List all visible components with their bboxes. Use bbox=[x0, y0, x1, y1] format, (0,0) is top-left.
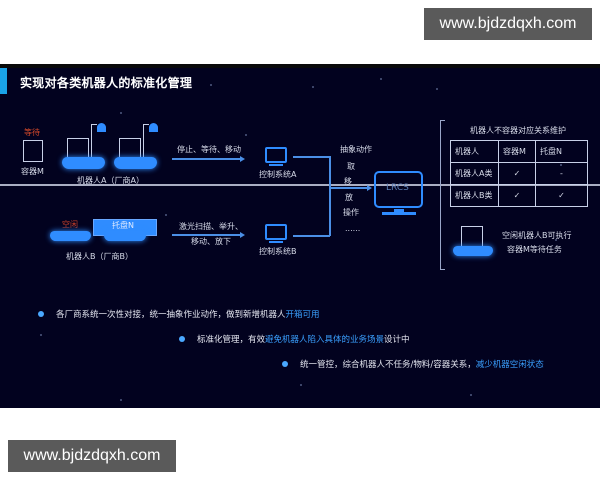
lrcs-label: LRCS bbox=[386, 183, 409, 193]
control-system-a-monitor-icon bbox=[265, 147, 287, 163]
bullet-highlight: 开箱可用 bbox=[285, 310, 320, 320]
arrow-head-icon bbox=[367, 184, 372, 191]
right-section-bracket bbox=[440, 120, 445, 270]
abstract-action-item: 放 bbox=[345, 193, 353, 202]
watermark-bottom: www.bjdzdqxh.com bbox=[8, 440, 176, 472]
pallet-n-label: 托盘N bbox=[112, 221, 134, 230]
table-cell: - bbox=[535, 162, 588, 185]
slide: 实现对各类机器人的标准化管理 等待 容器M bbox=[0, 64, 600, 408]
robot-b-cart-icon bbox=[104, 231, 146, 241]
table-header-cell: 容器M bbox=[498, 140, 536, 163]
flow-b-actions-line2: 移动、放下 bbox=[191, 237, 231, 246]
star-decoration bbox=[120, 112, 122, 114]
robot-b-status: 空闲 bbox=[62, 220, 78, 229]
star-decoration bbox=[312, 86, 314, 88]
table-cell: ✓ bbox=[535, 184, 588, 207]
bullet-text: 标准化管理，有效 bbox=[197, 335, 266, 345]
star-decoration bbox=[300, 384, 302, 386]
robot-b-cart-icon bbox=[50, 231, 91, 241]
star-decoration bbox=[245, 134, 247, 136]
container-m-status: 等待 bbox=[24, 128, 40, 137]
table-cell: 机器人A类 bbox=[450, 162, 499, 185]
star-decoration bbox=[470, 394, 472, 396]
abstract-action-item: ...... bbox=[345, 224, 361, 233]
bullet-highlight: 减少机器空闲状态 bbox=[475, 360, 544, 370]
connector-vertical bbox=[329, 156, 331, 236]
robot-b-label: 机器人B（厂商B） bbox=[66, 252, 133, 261]
robot-a-label: 机器人A（厂商A） bbox=[77, 176, 144, 185]
connector-to-system-b bbox=[293, 235, 330, 237]
control-system-a-label: 控制系统A bbox=[259, 170, 297, 179]
control-system-b-monitor-icon bbox=[265, 224, 287, 240]
bullet-text: 各厂商系统一次性对接，统一抽象作业动作，做到新增机器人 bbox=[56, 310, 286, 320]
star-decoration bbox=[555, 239, 557, 241]
bullet-dot-icon bbox=[282, 361, 288, 367]
bullet-item: 统一管控，综合机器人不任务/物料/容器关系，减少机器空闲状态 bbox=[282, 358, 544, 370]
connector-to-system-a bbox=[293, 156, 330, 158]
idle-robot-cart-icon bbox=[453, 246, 493, 256]
abstract-actions-title: 抽象动作 bbox=[340, 145, 372, 154]
relation-table: 机器人 容器M 托盘N 机器人A类 ✓ - 机器人B类 ✓ ✓ bbox=[450, 140, 588, 207]
idle-robot-text-line1: 空闲机器人B可执行 bbox=[502, 231, 572, 240]
star-decoration bbox=[165, 214, 167, 216]
star-decoration bbox=[380, 78, 382, 80]
star-decoration bbox=[210, 84, 212, 86]
title-accent-bar bbox=[0, 68, 7, 94]
idle-robot-text-line2: 容器M等待任务 bbox=[507, 245, 562, 254]
abstract-action-item: 操作 bbox=[343, 208, 359, 217]
table-header-row: 机器人 容器M 托盘N bbox=[450, 140, 588, 163]
bullet-dot-icon bbox=[38, 311, 44, 317]
bullet-dot-icon bbox=[179, 336, 185, 342]
bullet-text: 统一管控，综合机器人不任务/物料/容器关系， bbox=[300, 360, 476, 370]
abstract-action-item: 移 bbox=[344, 177, 352, 186]
relation-table-title: 机器人不容器对应关系维护 bbox=[470, 126, 566, 135]
monitor-base-icon bbox=[382, 212, 416, 215]
arrow-head-icon bbox=[240, 231, 245, 238]
table-cell: ✓ bbox=[498, 162, 536, 185]
table-cell: 机器人B类 bbox=[450, 184, 499, 207]
bullet-highlight: 避免机器人陷入具体的业务场景 bbox=[265, 335, 385, 345]
lrcs-monitor-icon bbox=[374, 171, 423, 208]
star-decoration bbox=[436, 88, 438, 90]
slide-title: 实现对各类机器人的标准化管理 bbox=[20, 76, 193, 90]
monitor-stand-icon bbox=[269, 241, 283, 243]
horizontal-divider-line bbox=[0, 184, 600, 186]
idle-robot-container-icon bbox=[461, 226, 483, 248]
star-decoration bbox=[40, 334, 42, 336]
table-header-cell: 托盘N bbox=[535, 140, 588, 163]
bullet-item: 标准化管理，有效避免机器人陷入具体的业务场景设计中 bbox=[179, 333, 410, 345]
monitor-stand-icon bbox=[269, 164, 283, 166]
container-m-label: 容器M bbox=[21, 167, 44, 176]
star-decoration bbox=[120, 399, 122, 401]
abstract-action-item: 取 bbox=[347, 162, 355, 171]
watermark-top: www.bjdzdqxh.com bbox=[424, 8, 592, 40]
monitor-stand-icon bbox=[394, 209, 404, 212]
control-system-b-label: 控制系统B bbox=[259, 247, 297, 256]
flow-a-actions: 停止、等待、移动 bbox=[177, 145, 241, 154]
bullet-suffix: 设计中 bbox=[384, 335, 410, 345]
table-cell: ✓ bbox=[498, 184, 536, 207]
flow-b-actions-line1: 激光扫描、举升、 bbox=[179, 222, 243, 231]
table-header-cell: 机器人 bbox=[450, 140, 499, 163]
connector-to-lrcs bbox=[330, 187, 368, 189]
bullet-item: 各厂商系统一次性对接，统一抽象作业动作，做到新增机器人开箱可用 bbox=[38, 308, 320, 320]
container-m-icon bbox=[23, 140, 43, 162]
flow-a-arrow bbox=[172, 158, 240, 160]
table-row: 机器人A类 ✓ - bbox=[450, 162, 588, 185]
arrow-head-icon bbox=[240, 155, 245, 162]
table-row: 机器人B类 ✓ ✓ bbox=[450, 184, 588, 207]
flow-b-arrow bbox=[172, 234, 240, 236]
slide-top-bar bbox=[0, 64, 600, 68]
